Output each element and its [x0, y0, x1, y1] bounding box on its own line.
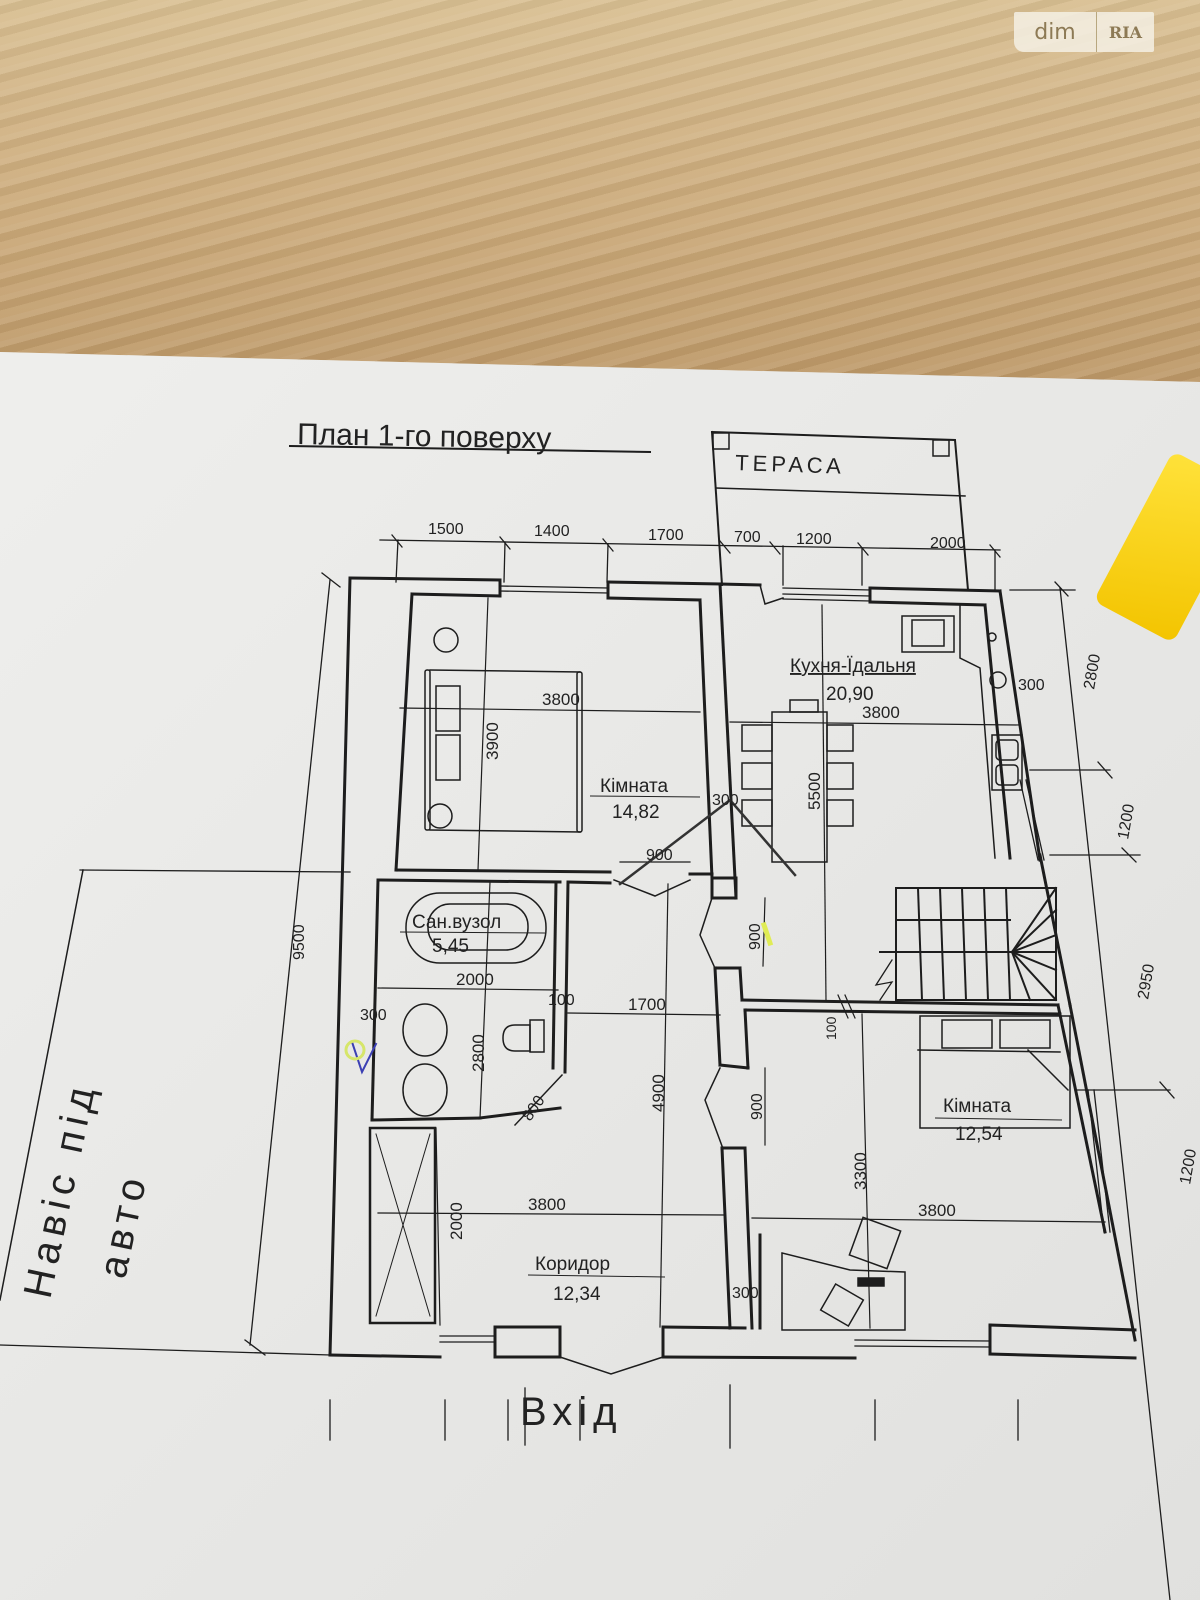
dim-stair-wall: 100 [823, 1016, 839, 1040]
dim-left-9500: 9500 [291, 924, 308, 960]
room-corridor-name: Коридор [535, 1254, 610, 1275]
dim-wall-300-a: 300 [712, 792, 739, 809]
room-corridor-area: 12,34 [553, 1284, 601, 1305]
dim-top-1700: 1700 [648, 527, 684, 544]
dim-top-700: 700 [734, 529, 761, 546]
dim-top-1200: 1200 [796, 531, 832, 548]
dim-right-2950: 2950 [1135, 963, 1158, 1001]
dim-wall-300-b: 300 [732, 1285, 759, 1302]
wooden-table-background [0, 0, 1200, 420]
room-bathroom-name: Сан.вузол [412, 912, 501, 933]
handwritten-entrance: Вхід [520, 1390, 622, 1434]
dim-bath-wall: 300 [360, 1007, 387, 1024]
dim-door-900-b: 900 [747, 923, 764, 950]
room-bedroom1-name: Кімната [600, 776, 668, 797]
dim-door-900-c: 900 [749, 1093, 766, 1120]
dim-kitchen-width: 3800 [862, 703, 900, 722]
dim-bedroom1-height: 3900 [483, 722, 502, 760]
dim-corridor-width: 3800 [528, 1195, 566, 1214]
room-bedroom2-area: 12,54 [955, 1124, 1003, 1145]
dim-closet-height: 2000 [447, 1202, 466, 1240]
dim-door-900-a: 900 [646, 847, 673, 864]
dim-top-2000: 2000 [930, 535, 966, 552]
room-bathroom-area: 5,45 [432, 936, 469, 957]
dim-right-2800: 2800 [1081, 653, 1104, 691]
dim-bath-width: 2000 [456, 970, 494, 989]
dim-top-1500: 1500 [428, 521, 464, 538]
plan-title: План 1-го поверху [297, 418, 552, 455]
dim-right-1200b: 1200 [1177, 1148, 1200, 1186]
dim-bedroom2-width: 3800 [918, 1201, 956, 1220]
watermark-dim-text: dim [1014, 12, 1097, 52]
dimria-watermark: dim RIA [1014, 12, 1154, 52]
dim-bath-height: 2800 [469, 1034, 488, 1072]
dim-bedroom1-width: 3800 [542, 690, 580, 709]
dim-right-1200a: 1200 [1115, 803, 1138, 841]
watermark-ria-text: RIA [1108, 22, 1143, 42]
dim-kitchen-height: 5500 [805, 772, 824, 810]
dim-bedroom2-height: 3300 [851, 1152, 870, 1190]
dim-top-1400: 1400 [534, 523, 570, 540]
room-bedroom1-area: 14,82 [612, 802, 660, 823]
handwritten-terrace: ТЕРАСА [735, 450, 845, 479]
dim-corridor-height: 4900 [649, 1074, 668, 1112]
room-bedroom2-name: Кімната [943, 1096, 1011, 1117]
dim-kitchen-counter: 300 [1018, 677, 1045, 694]
room-kitchen-area: 20,90 [826, 684, 874, 705]
room-kitchen-name: Кухня-Їдальня [790, 656, 916, 677]
dim-bath-partition: 100 [548, 992, 575, 1009]
dim-corridor-upper-width: 1700 [628, 995, 666, 1014]
